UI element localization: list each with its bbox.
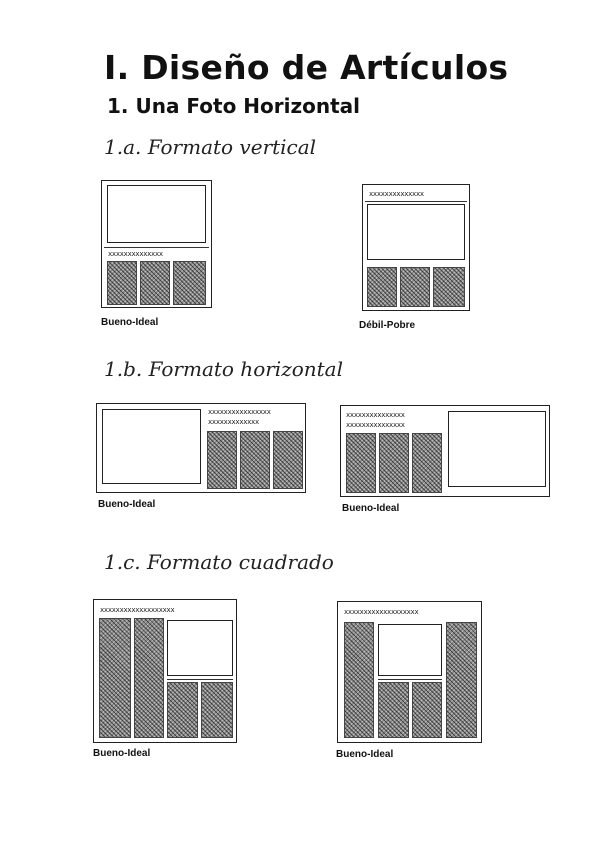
text-column: [433, 267, 465, 307]
divider: [104, 247, 209, 248]
divider: [378, 679, 442, 680]
caption-vertical-weak: Débil-Pobre: [359, 320, 416, 331]
text-column: [400, 267, 430, 307]
headline-placeholder: xxxxxxxxxxxxxxxxxxx: [344, 608, 419, 616]
text-column: [107, 261, 137, 305]
section-heading-square: 1.c. Formato cuadrado: [104, 550, 334, 574]
photo-placeholder: [367, 204, 465, 260]
photo-placeholder: [167, 620, 233, 676]
text-column: [379, 433, 409, 493]
headline-placeholder: xxxxxxxxxxxxxx: [108, 250, 163, 258]
caption-horizontal-right: Bueno-Ideal: [342, 503, 400, 514]
text-column: [201, 682, 233, 738]
layout-diagram-horizontal-left: xxxxxxxxxxxxxxxx xxxxxxxxxxxxx: [96, 403, 306, 493]
text-column: [134, 618, 164, 738]
headline-placeholder: xxxxxxxxxxxxxxxx: [208, 408, 271, 416]
text-column: [140, 261, 170, 305]
text-column: [167, 682, 198, 738]
caption-vertical-good: Bueno-Ideal: [101, 317, 159, 328]
caption-horizontal-left: Bueno-Ideal: [98, 499, 156, 510]
text-column: [240, 431, 270, 489]
photo-placeholder: [102, 409, 201, 484]
photo-placeholder: [107, 185, 206, 243]
caption-square-left: Bueno-Ideal: [93, 748, 151, 759]
text-column: [378, 682, 409, 738]
page-subtitle: 1. Una Foto Horizontal: [107, 94, 360, 118]
text-column: [346, 433, 376, 493]
text-column: [344, 622, 374, 738]
caption-square-right: Bueno-Ideal: [336, 749, 394, 760]
section-heading-vertical: 1.a. Formato vertical: [104, 135, 317, 159]
layout-diagram-vertical-good: xxxxxxxxxxxxxx: [101, 180, 212, 308]
text-column: [273, 431, 303, 489]
divider: [167, 679, 233, 680]
headline-placeholder: xxxxxxxxxxxxxx: [369, 190, 424, 198]
layout-diagram-square-left: xxxxxxxxxxxxxxxxxxx: [93, 599, 237, 743]
divider: [365, 201, 467, 202]
headline-placeholder: xxxxxxxxxxxxxxx: [346, 411, 405, 419]
layout-diagram-square-right: xxxxxxxxxxxxxxxxxxx: [337, 601, 482, 743]
text-column: [412, 433, 442, 493]
text-column: [99, 618, 131, 738]
headline-placeholder: xxxxxxxxxxxxxxxxxxx: [100, 606, 175, 614]
text-column: [412, 682, 442, 738]
text-column: [207, 431, 237, 489]
page-title: I. Diseño de Artículos: [104, 48, 509, 87]
layout-diagram-horizontal-right: xxxxxxxxxxxxxxx xxxxxxxxxxxxxxx: [340, 405, 550, 497]
headline-placeholder: xxxxxxxxxxxxxxx: [346, 421, 405, 429]
photo-placeholder: [378, 624, 442, 676]
layout-diagram-vertical-weak: xxxxxxxxxxxxxx: [362, 184, 470, 311]
text-column: [446, 622, 477, 738]
section-heading-horizontal: 1.b. Formato horizontal: [104, 357, 344, 381]
photo-placeholder: [448, 411, 546, 487]
text-column: [173, 261, 206, 305]
headline-placeholder: xxxxxxxxxxxxx: [208, 418, 259, 426]
text-column: [367, 267, 397, 307]
